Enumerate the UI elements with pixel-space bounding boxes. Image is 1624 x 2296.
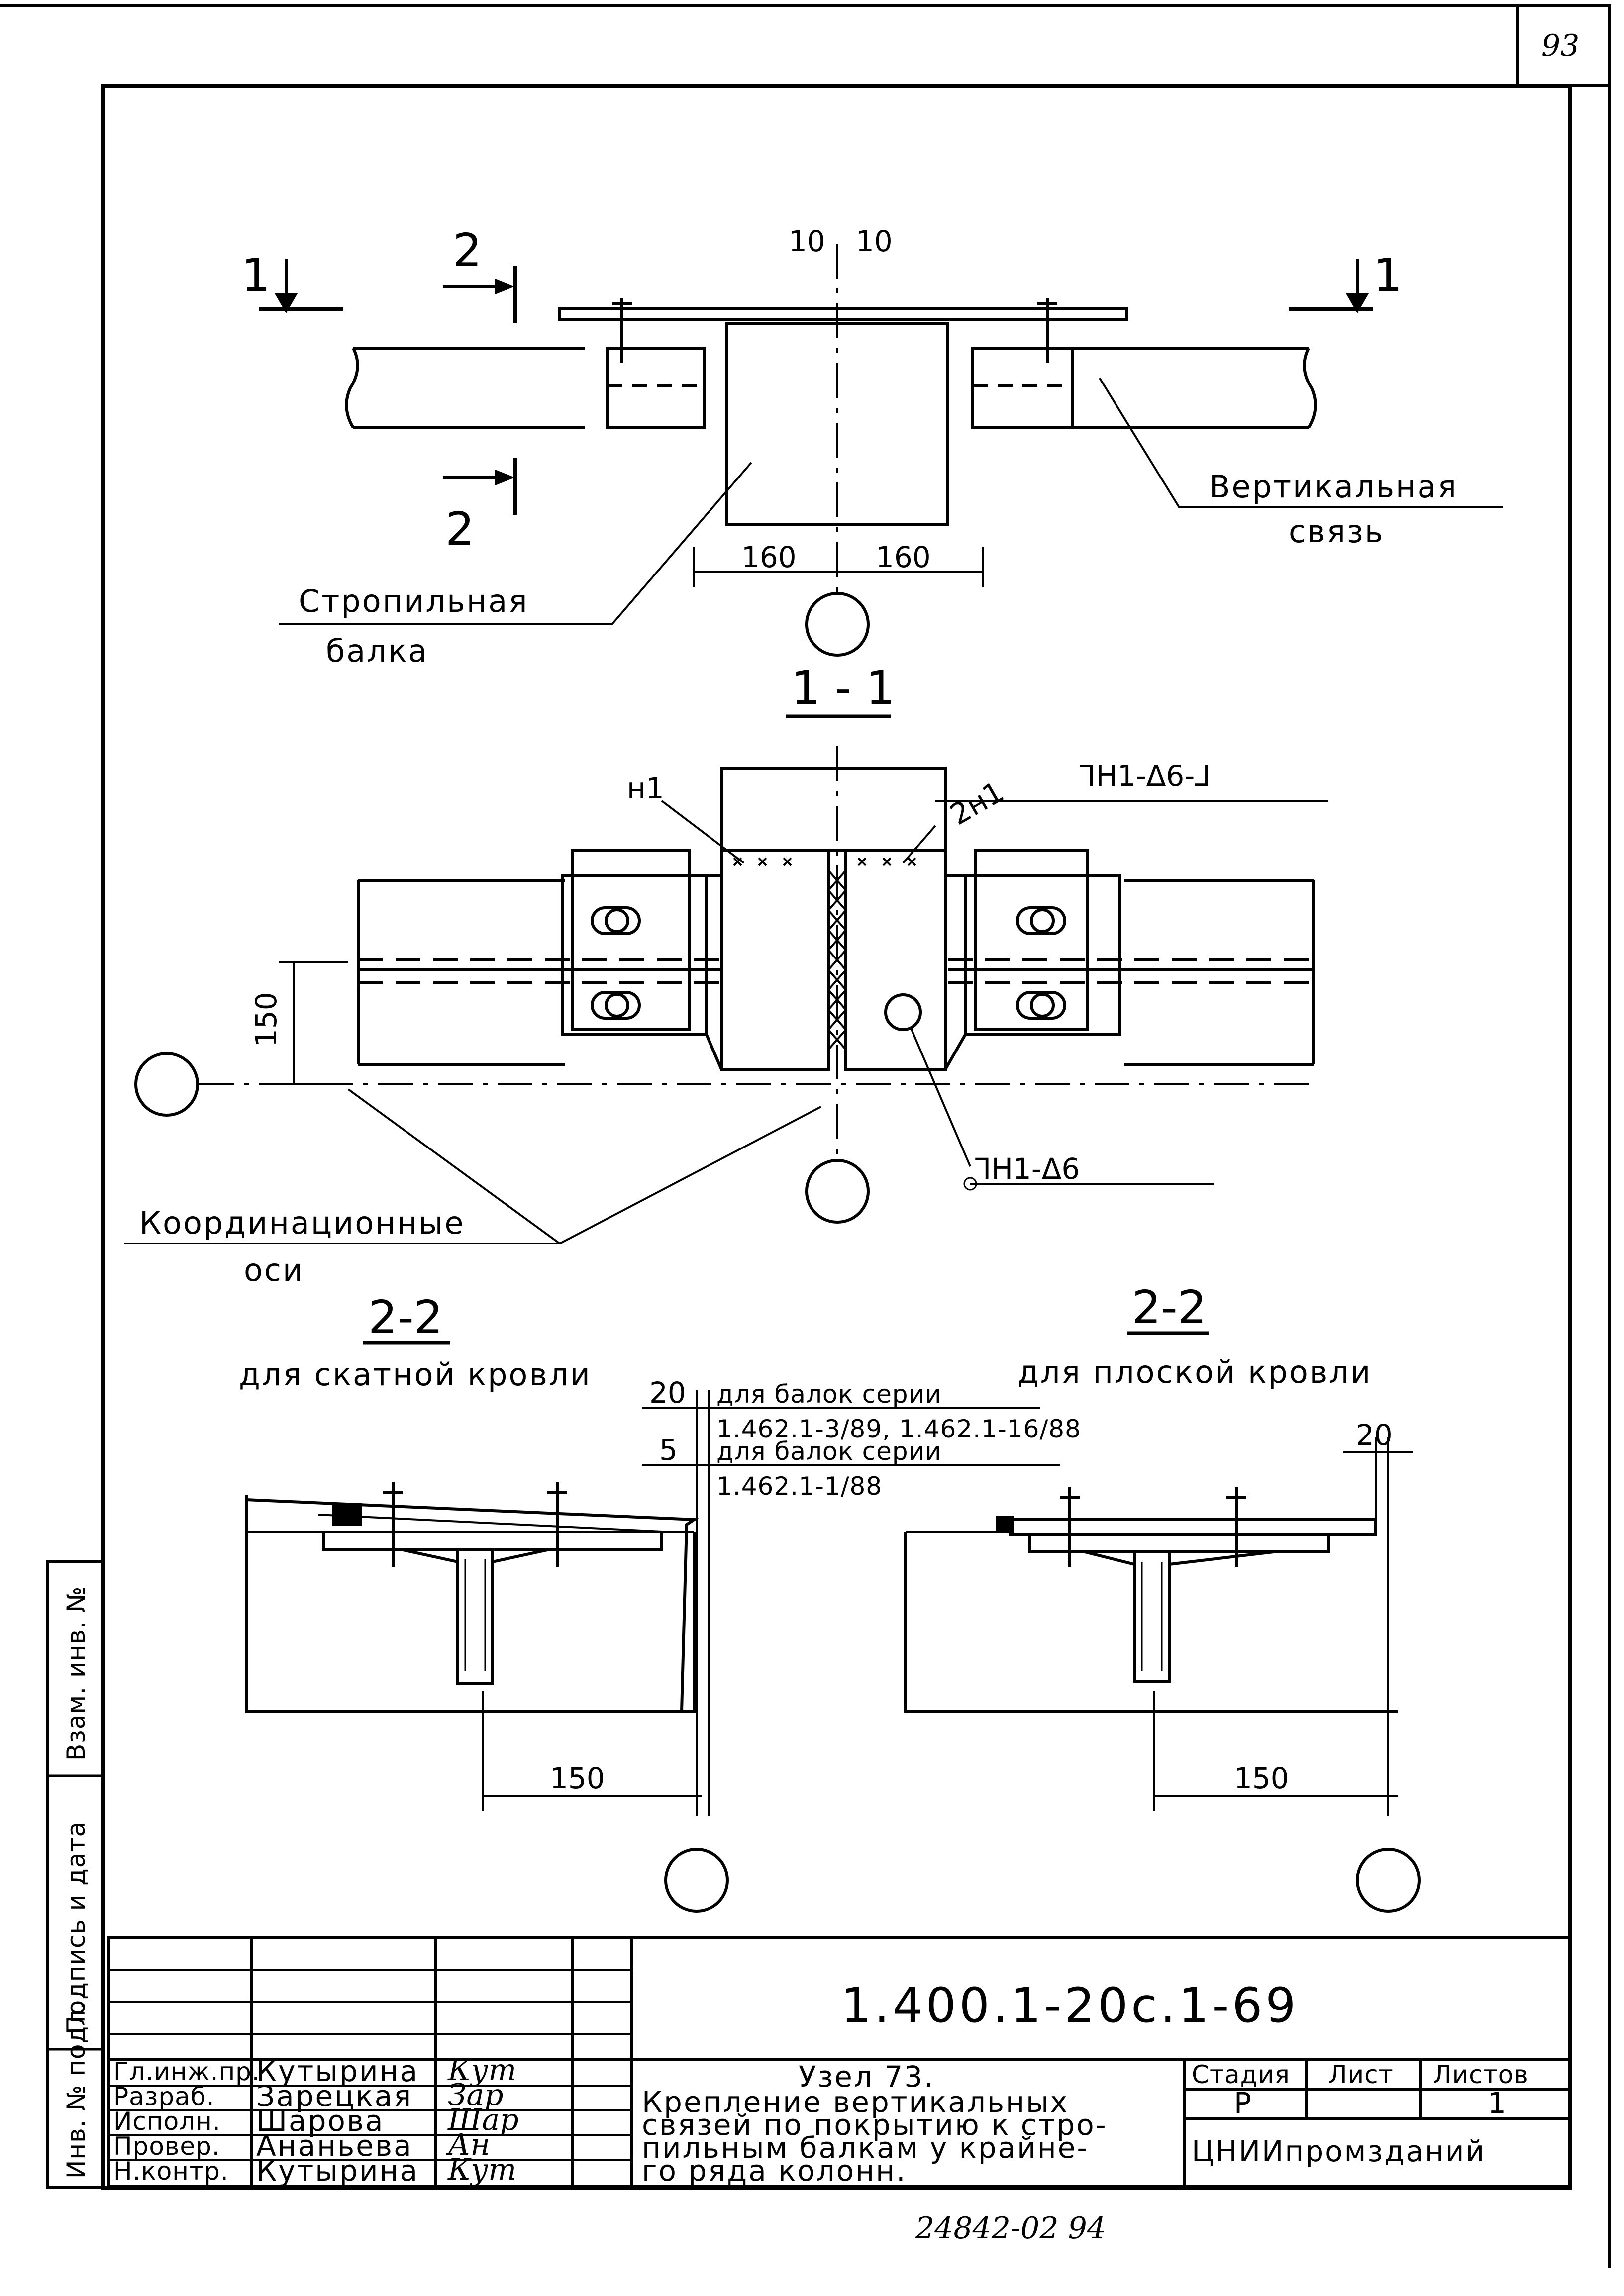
stamp-vzam: Взам. инв. № [62, 1586, 91, 1761]
note-beams-series-3: для балок серии [716, 1437, 942, 1466]
stage-value: Р [1234, 2086, 1253, 2120]
role-chief-engineer: Гл.инж.пр. [113, 2057, 260, 2086]
name-developer: Зарецкая [256, 2079, 412, 2113]
label-coordination-axes-2: оси [244, 1252, 304, 1288]
name-chief-engineer: Кутырина [256, 2054, 419, 2088]
stamp-inv-podl: Инв. № подл. [62, 2001, 91, 2179]
section-2-2-right-title: 2-2 [1132, 1281, 1207, 1334]
section-1-right-label: 1 [1373, 249, 1403, 302]
name-norm-control: Кутырина [256, 2154, 419, 2188]
dim-10-left: 10 [789, 224, 825, 258]
organization-name: ЦНИИпромзданий [1192, 2134, 1486, 2168]
note-beams-series-1: для балок серии [716, 1380, 942, 1409]
signature-developer: Зар [448, 2078, 504, 2112]
section-2-2-right-view [904, 1437, 1421, 1913]
signature-chief-engineer: Кут [447, 2053, 516, 2088]
plan-view [259, 244, 1503, 657]
dim-150-right: 150 [1234, 1761, 1289, 1795]
document-code: 1.400.1-20с.1-69 [841, 1978, 1299, 2033]
weld-top-right-label: ⅂Н1-Δ6-⅃ [1080, 759, 1211, 793]
weld-n1-label: н1 [627, 771, 664, 805]
dim-10-right: 10 [856, 224, 893, 258]
name-checker: Ананьева [256, 2129, 413, 2163]
dim-20-right: 20 [1356, 1418, 1393, 1452]
section-arrows-top [275, 279, 1369, 485]
note-beams-series-2: 1.462.1-3/89, 1.462.1-16/88 [716, 1415, 1081, 1443]
dim-5-left: 5 [659, 1433, 678, 1467]
description-line-2: связей по покрытию к стро- [642, 2108, 1108, 2142]
weld-2n1-label: 2н1 [944, 774, 1010, 832]
name-performer: Шарова [256, 2104, 385, 2138]
description-line-3: пильным балкам у крайне- [642, 2131, 1089, 2165]
section-2-2-left-title: 2-2 [368, 1291, 443, 1344]
section-2-bottom-label: 2 [445, 502, 475, 556]
note-beams-series-4: 1.462.1-1/88 [716, 1472, 882, 1501]
label-vertical-brace-2: связь [1289, 513, 1384, 550]
title-block [107, 1936, 1571, 2188]
signature-norm-control: Кут [447, 2152, 516, 2187]
dim-20-left: 20 [649, 1376, 686, 1410]
role-checker: Провер. [113, 2132, 220, 2161]
label-vertical-brace: Вертикальная [1209, 469, 1458, 505]
section-2-2-left-view [245, 1390, 1060, 1913]
weld-bottom-label: ⅂Н1-Δ6 [975, 1152, 1080, 1186]
signature-checker: Ан [446, 2127, 490, 2162]
section-1-left-label: 1 [241, 249, 271, 302]
role-performer: Исполн. [113, 2107, 221, 2136]
dim-160-right: 160 [876, 540, 931, 574]
role-norm-control: Н.контр. [113, 2157, 229, 2186]
description-line-4: го ряда колонн. [642, 2154, 907, 2188]
bottom-number: 24842-02 94 [915, 2211, 1106, 2246]
stage-header: Стадия [1192, 2060, 1290, 2089]
node-title: Узел 73. [799, 2060, 935, 2094]
section-2-2-left-subtitle: для скатной кровли [239, 1356, 592, 1393]
dim-160-left: 160 [741, 540, 797, 574]
section-1-1-title: 1 - 1 [791, 662, 895, 715]
signature-performer: Шар [447, 2103, 519, 2137]
page-number: 93 [1541, 28, 1579, 63]
label-rafter-beam-2: балка [326, 633, 428, 669]
sheet-frame [0, 4, 1611, 2268]
sheets-value: 1 [1488, 2086, 1508, 2120]
stamp-podpis: Подпись и дата [62, 1821, 91, 2034]
sheet-header: Лист [1328, 2060, 1394, 2089]
section-2-top-label: 2 [453, 224, 482, 277]
label-coordination-axes: Координационные [139, 1205, 465, 1241]
section-1-1-view [124, 746, 1328, 1244]
role-developer: Разраб. [113, 2082, 214, 2111]
label-rafter-beam: Стропильная [299, 583, 529, 619]
dim-150-left: 150 [550, 1761, 605, 1795]
sheets-header: Листов [1433, 2060, 1529, 2089]
description-line-1: Крепление вертикальных [642, 2085, 1069, 2119]
section-2-2-right-subtitle: для плоской кровли [1017, 1354, 1372, 1390]
dim-150-section-1-1: 150 [249, 992, 283, 1047]
